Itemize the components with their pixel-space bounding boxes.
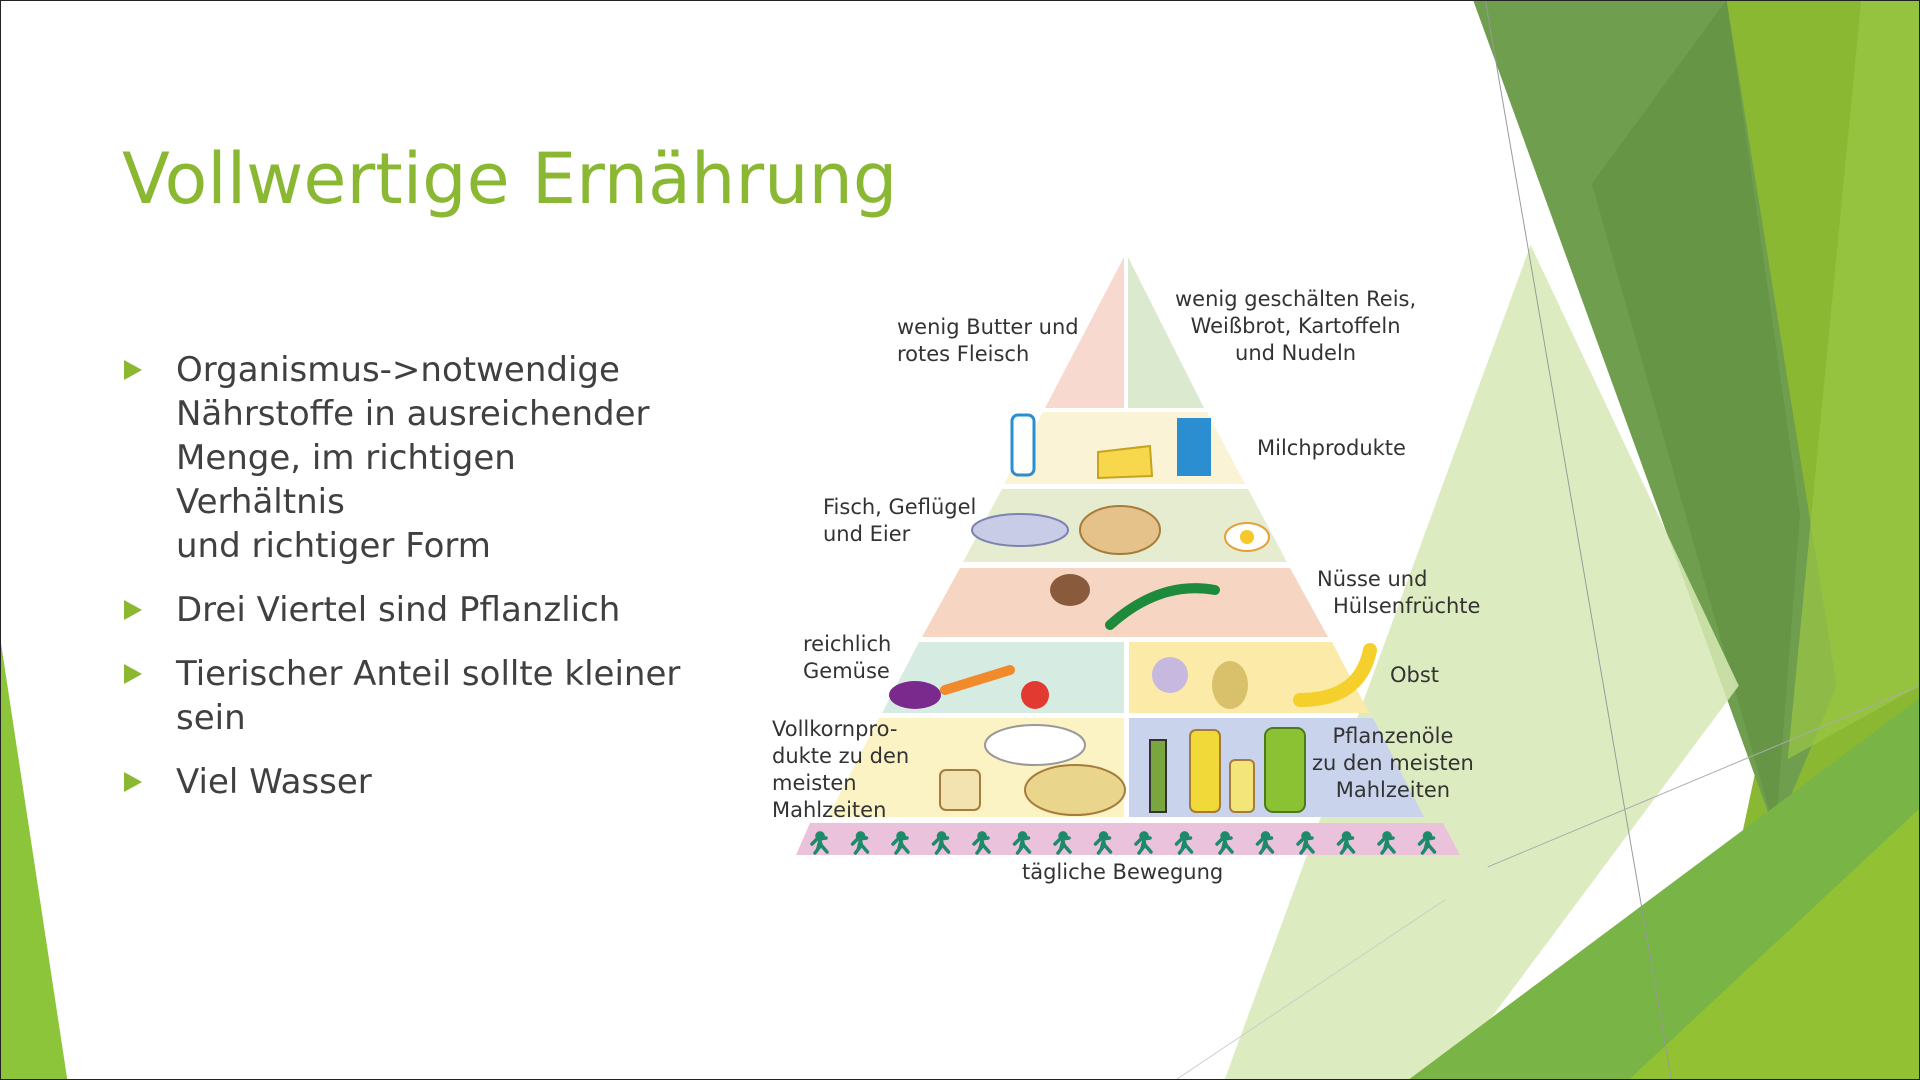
bullet-arrow-icon — [124, 772, 142, 792]
nuts-icon — [1050, 574, 1090, 606]
runner-icon — [891, 831, 910, 855]
runner-icon — [1134, 831, 1153, 855]
slide-title: Vollwertige Ernährung — [122, 138, 898, 220]
fish-icon — [971, 513, 1069, 547]
deco-line-1 — [1484, 0, 1672, 1080]
tomato-icon — [1021, 681, 1049, 709]
eggplant-icon — [889, 681, 941, 709]
runner-icon — [1053, 831, 1072, 855]
deco-left-strip — [0, 636, 68, 1080]
bullet-item: Drei Viertel sind Pflanzlich — [122, 588, 682, 632]
carrot-icon — [940, 665, 1015, 695]
runner-icon — [1336, 831, 1356, 855]
runner-icon — [1377, 831, 1396, 855]
pyramid-nuts-tier — [922, 568, 1328, 637]
pyramid-top-right — [1128, 257, 1204, 408]
milk-carton-icon — [1177, 418, 1211, 476]
bullet-item: Viel Wasser — [122, 760, 682, 804]
runner-icon — [1296, 831, 1315, 855]
label-obst: Obst — [1390, 663, 1440, 687]
deco-darker-wedge — [1591, 0, 1800, 833]
olive-oil-bottle-icon — [1264, 727, 1306, 813]
cheese-icon — [1097, 444, 1154, 480]
toast-icon — [939, 769, 981, 811]
bread-icon — [1024, 764, 1126, 816]
runner-icon — [972, 831, 991, 855]
runner-icon — [1174, 831, 1194, 855]
runner-icon — [1255, 831, 1275, 855]
label-reis: wenig geschälten Reis,Weißbrot, Kartoffe… — [1175, 287, 1417, 365]
bullet-arrow-icon — [124, 600, 142, 620]
bullet-arrow-icon — [124, 360, 142, 380]
runner-icon — [931, 831, 951, 855]
pyramid-top-left — [1045, 257, 1124, 408]
chicken-icon — [1079, 505, 1161, 555]
pyramid-movement-tier — [796, 823, 1460, 855]
oil-bottle-icon — [1149, 739, 1167, 813]
oil-bottle-icon — [1189, 729, 1221, 813]
runner-icon — [850, 831, 870, 855]
milk-bottle-icon — [1010, 413, 1036, 477]
runner-icon — [810, 831, 829, 855]
runner-icon — [1012, 831, 1032, 855]
runner-icon — [1215, 831, 1234, 855]
deco-light-wedge — [1224, 244, 1739, 1080]
deco-line-3 — [1175, 899, 1446, 1080]
pear-icon — [1212, 661, 1248, 709]
pasta-plate-icon — [984, 724, 1086, 766]
egg-yolk-icon — [1240, 530, 1254, 544]
pyramid-veg-tier — [882, 642, 1124, 713]
banana-icon — [1293, 643, 1377, 707]
oil-bottle-icon — [1229, 759, 1255, 813]
runner-icon — [1417, 831, 1437, 855]
deco-right-stripe — [1787, 0, 1920, 760]
runner-icons — [810, 831, 1437, 855]
deco-bottom-bright — [1628, 808, 1920, 1080]
runner-icon — [1093, 831, 1113, 855]
grapes-icon — [1152, 657, 1188, 693]
label-milch: Milchprodukte — [1257, 436, 1406, 460]
beans-icon — [1105, 583, 1220, 630]
deco-line-2 — [1487, 685, 1920, 868]
label-bewegung: tägliche Bewegung — [1022, 860, 1224, 884]
bullet-arrow-icon — [124, 664, 142, 684]
